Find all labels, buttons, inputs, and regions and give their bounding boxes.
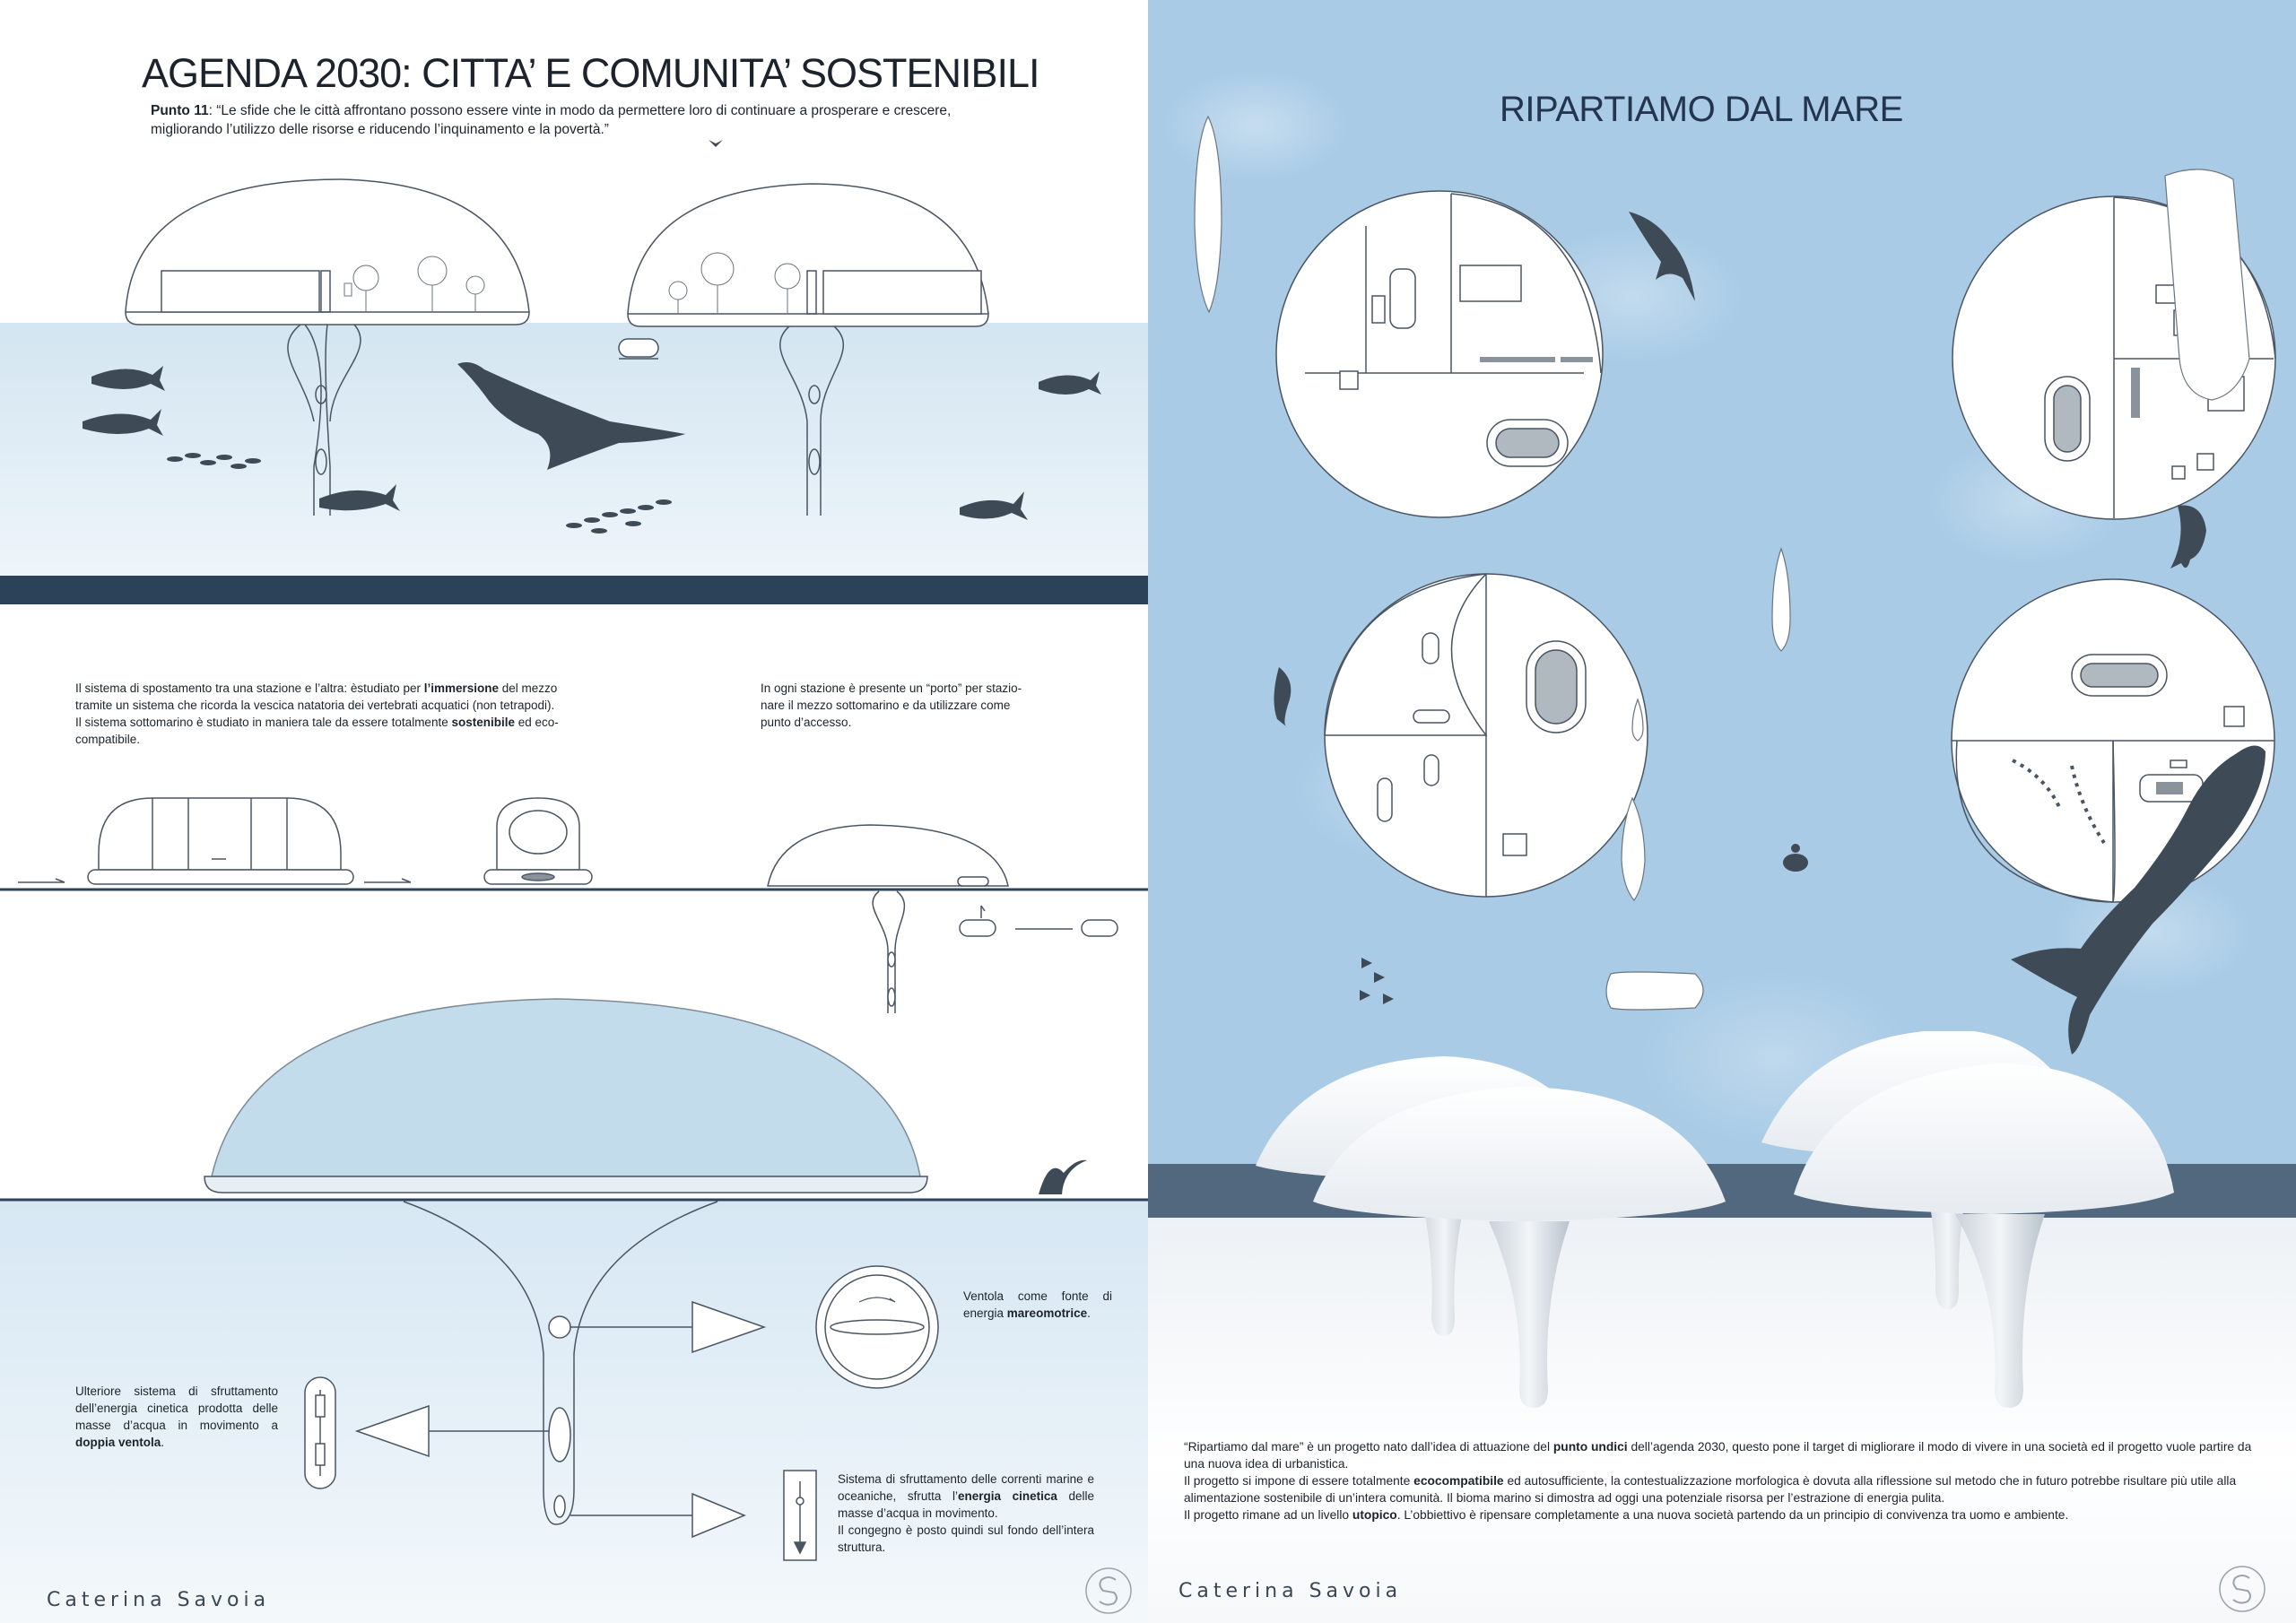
cs-monogram-icon <box>1085 1567 1132 1614</box>
arrow-icon <box>18 878 65 883</box>
whale-icon <box>1039 1159 1087 1194</box>
current-turbine-icon <box>783 1470 817 1561</box>
left-panel: AGENDA 2030: CITTA’ E COMUNITA’ SOSTENIB… <box>0 50 1148 1623</box>
dome-station-2 <box>627 183 989 516</box>
currents-note: Sistema di sfruttamento delle correnti m… <box>838 1472 1094 1554</box>
transport-note: Il sistema di spostamento tra una stazio… <box>75 681 559 746</box>
author-name: Caterina Savoia <box>1178 1580 1403 1602</box>
structure-front-right <box>1794 1063 2174 1408</box>
floor-plans-drawing <box>1194 115 2276 1055</box>
structures-render <box>1256 1031 2174 1408</box>
page-title: AGENDA 2030: CITTA’ E COMUNITA’ SOSTENIB… <box>142 50 1040 96</box>
port-note: In ogni stazione è presente un “porto” p… <box>761 681 1022 729</box>
navy-divider <box>0 576 1148 604</box>
subtitle: Punto 11: “Le sfide che le città affront… <box>151 103 952 137</box>
submarine-front-icon <box>483 797 593 885</box>
structure-front-left <box>1313 1087 1726 1408</box>
floor-plan-3 <box>1324 573 1648 898</box>
submarine-pod-icon <box>618 338 659 360</box>
project-description: “Ripartiamo dal mare” è un progetto nato… <box>1184 1440 2252 1522</box>
dome-station-1 <box>125 178 530 516</box>
top-section-drawing <box>83 140 1101 534</box>
cs-monogram-icon <box>2219 1566 2266 1612</box>
turtle-icon <box>1783 844 1808 872</box>
right-panel: RIPARTIAMO DAL MARE <box>1148 0 2296 1623</box>
whale-icon <box>457 362 685 470</box>
trees-2 <box>668 252 801 314</box>
boat-icon <box>1194 115 2250 1011</box>
transport-drawings <box>0 797 1148 1013</box>
whale-icon <box>2011 745 2266 1055</box>
arrow-icon <box>364 878 412 883</box>
energy-diagram <box>0 998 1148 1561</box>
author-name: Caterina Savoia <box>47 1589 271 1611</box>
bird-icon <box>709 140 723 147</box>
trees-1 <box>344 256 485 312</box>
double-fan-note: Ulteriore sistema di sfruttamento dell’e… <box>75 1384 278 1449</box>
snow-ground <box>1148 1218 2296 1623</box>
dome-station-port <box>767 824 1118 1013</box>
floor-plan-1 <box>1275 190 1604 518</box>
shark-icon <box>1274 212 2206 726</box>
submarine-pod-icon <box>87 797 354 885</box>
fish-school-icon <box>167 453 672 534</box>
double-fan-icon <box>304 1376 336 1489</box>
fish-school-icon <box>1360 958 1394 1004</box>
right-title: RIPARTIAMO DAL MARE <box>1500 90 1903 129</box>
shark-icon <box>83 366 1101 520</box>
fan-note: Ventola come fonte di energia mareomotri… <box>963 1289 1112 1320</box>
floor-plan-4 <box>1951 578 2275 903</box>
